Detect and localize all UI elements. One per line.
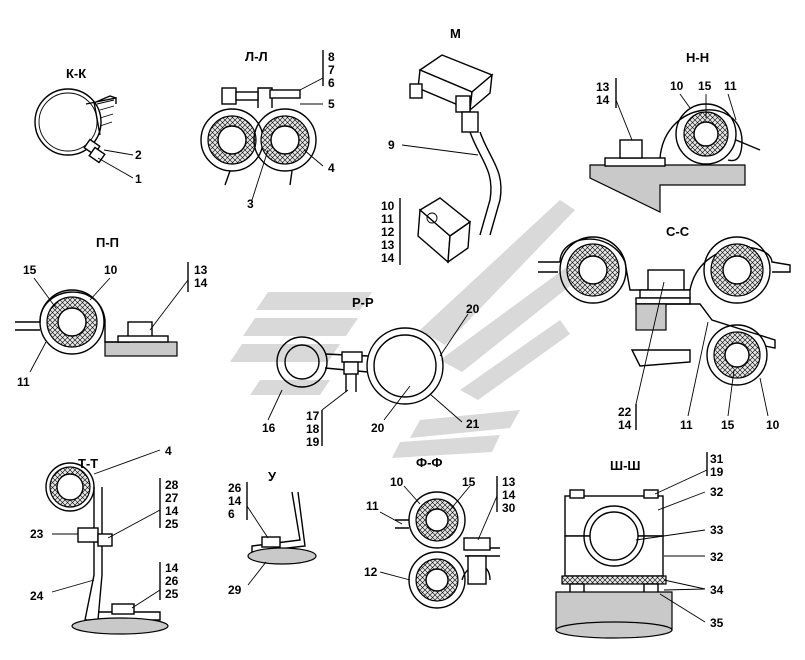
label: 2 — [135, 148, 142, 162]
section-title: Ш-Ш — [610, 458, 640, 473]
label: 32 — [710, 485, 724, 499]
label: 5 — [328, 97, 335, 111]
label: 9 — [388, 138, 395, 152]
label: 11 — [381, 212, 394, 226]
label: 13 — [381, 238, 395, 252]
label: 11 — [366, 499, 379, 513]
label: 32 — [710, 550, 724, 564]
section-title: Т-Т — [78, 456, 98, 471]
label: 4 — [165, 444, 172, 458]
label: 13 — [596, 80, 610, 94]
label: 11 — [17, 375, 30, 389]
label: 1 — [135, 172, 142, 186]
section-title: П-П — [96, 235, 119, 250]
section-title: С-С — [666, 224, 690, 239]
label: 6 — [328, 76, 335, 90]
label: 35 — [710, 616, 724, 630]
label: 15 — [698, 79, 712, 93]
label: 8 — [328, 50, 335, 64]
label: 14 — [381, 251, 395, 265]
label: 13 — [502, 475, 516, 489]
section-title: У — [268, 469, 277, 484]
label: 23 — [30, 527, 44, 541]
label: 10 — [390, 475, 404, 489]
label: 22 — [618, 405, 632, 419]
section-rr: Р-Р 16 20 20 21 17 18 19 — [262, 295, 480, 449]
section-pp: П-П 15 10 11 13 14 — [15, 235, 208, 389]
label: 14 — [228, 494, 242, 508]
section-ll: Л-Л 8 7 6 5 4 3 — [200, 49, 335, 211]
label: 14 — [596, 93, 610, 107]
section-kk: К-К 2 1 — [34, 66, 142, 186]
label: 24 — [30, 589, 44, 603]
label: 25 — [165, 587, 179, 601]
label: 14 — [194, 276, 208, 290]
label: 15 — [23, 263, 37, 277]
label: 29 — [228, 583, 242, 597]
label: 4 — [328, 161, 335, 175]
section-title: Н-Н — [686, 50, 709, 65]
section-title: Р-Р — [352, 295, 374, 310]
section-nn: Н-Н 13 14 10 15 11 — [589, 50, 761, 213]
label: 11 — [724, 79, 737, 93]
label: 15 — [721, 418, 735, 432]
label: 19 — [710, 465, 724, 479]
label: 7 — [328, 63, 335, 77]
section-ss: С-С 22 14 11 15 10 — [538, 224, 791, 432]
label: 16 — [262, 421, 276, 435]
label: 12 — [364, 565, 378, 579]
label: 14 — [165, 561, 179, 575]
label: 17 — [306, 409, 320, 423]
label: 20 — [466, 302, 480, 316]
label: 28 — [165, 478, 179, 492]
label: 30 — [502, 501, 516, 515]
label: 12 — [381, 225, 395, 239]
section-tt: Т-Т 4 23 24 28 27 14 25 14 26 25 — [30, 444, 179, 635]
label: 18 — [306, 422, 320, 436]
watermark-logo — [230, 200, 600, 458]
label: 26 — [165, 574, 179, 588]
label: 14 — [502, 488, 516, 502]
section-m: М 9 10 11 12 13 14 — [381, 26, 502, 265]
label: 11 — [680, 418, 693, 432]
label: 10 — [104, 263, 118, 277]
label: 25 — [165, 517, 179, 531]
section-u: У 26 14 6 29 — [228, 469, 317, 597]
label: 34 — [710, 583, 724, 597]
section-title: М — [450, 26, 461, 41]
label: 20 — [371, 421, 385, 435]
label: 15 — [462, 475, 476, 489]
label: 3 — [247, 197, 254, 211]
label: 13 — [194, 263, 208, 277]
label: 19 — [306, 435, 320, 449]
section-shsh: Ш-Ш 31 19 32 33 32 34 35 — [555, 452, 724, 639]
label: 6 — [228, 507, 235, 521]
label: 26 — [228, 481, 242, 495]
section-title: К-К — [66, 66, 86, 81]
label: 14 — [165, 504, 179, 518]
label: 31 — [710, 452, 724, 466]
label: 33 — [710, 523, 724, 537]
label: 27 — [165, 491, 179, 505]
label: 21 — [466, 417, 480, 431]
label: 10 — [766, 418, 780, 432]
label: 10 — [381, 199, 395, 213]
section-title: Л-Л — [245, 49, 268, 64]
label: 10 — [670, 79, 684, 93]
section-ff: Ф-Ф 11 10 15 12 13 14 30 — [364, 455, 516, 609]
section-title: Ф-Ф — [416, 455, 443, 470]
label: 14 — [618, 418, 632, 432]
